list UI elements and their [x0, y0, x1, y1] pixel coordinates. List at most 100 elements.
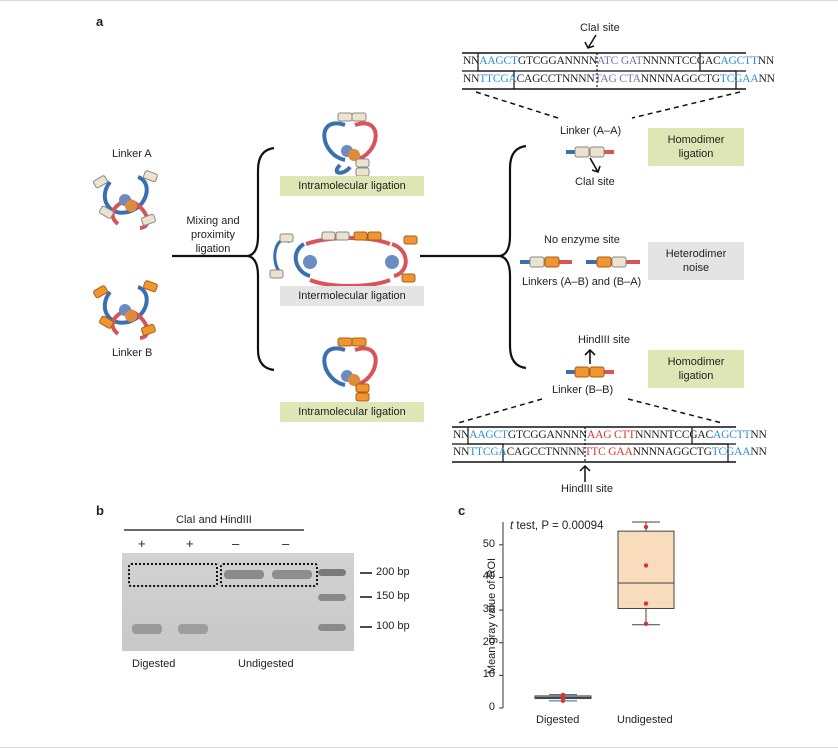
intramolecular-bottom-molecule: [322, 337, 378, 402]
y-axis-label: Mean gray value of ROI: [486, 557, 498, 675]
marker-200bp: 200 bp: [376, 566, 410, 578]
intramolecular-bottom-label: Intramolecular ligation: [280, 402, 424, 422]
box-plot: [499, 521, 675, 709]
sequence-segment: TAG: [594, 73, 617, 85]
hindiii-site-small-label: HindIII site: [578, 334, 630, 346]
sequence-segment: TCGAA: [719, 73, 759, 85]
undigested-label: Undigested: [238, 658, 294, 670]
linker-b-label: Linker B: [112, 347, 153, 359]
gel-band: [132, 624, 162, 634]
sequence-segment: NN: [757, 55, 775, 67]
homodimer-top-label: Homodimer ligation: [648, 128, 744, 166]
y-tick-label: 0: [488, 701, 495, 713]
sequence-segment: NN: [750, 446, 767, 458]
gel-band: [178, 624, 208, 634]
sequence-segment: NN: [463, 73, 480, 85]
gel-band: [272, 570, 312, 579]
sequence-segment: AGCTT: [713, 429, 751, 441]
mixing-label: Mixing and proximity ligation: [186, 215, 240, 255]
sequence-segment: AAG: [586, 429, 612, 441]
intramolecular-top-label: Intramolecular ligation: [280, 176, 424, 196]
y-tick-label: 50: [482, 537, 495, 550]
intermolecular-label: Intermolecular ligation: [280, 286, 424, 306]
panel-label-c: c: [458, 503, 466, 518]
ladder-band: [318, 624, 346, 631]
sequence-segment: GAT: [620, 55, 643, 67]
hindiii-site-bottom-label: HindIII site: [561, 483, 613, 495]
sequence-segment: CTT: [614, 429, 636, 441]
sequence-segment: NN: [463, 55, 480, 67]
left-bracket: [247, 146, 275, 372]
sequence-segment: ATC: [596, 55, 619, 67]
sequence-segment: GTCGGANNNN: [517, 55, 597, 67]
x-label-undigested: Undigested: [617, 714, 673, 726]
undigested-roi-box: [220, 563, 318, 587]
lane-4-sign: –: [282, 536, 290, 551]
data-point: [643, 621, 649, 627]
box-undigested: [617, 530, 675, 609]
intramolecular-top-molecule: [322, 112, 378, 177]
sequence-segment: AAGCT: [479, 55, 518, 67]
hindiii-seq-row1: NNAAGCTGTCGGANNNNAAG CTTNNNNTCCGACAGCTTN…: [453, 429, 767, 441]
enzymes-label: ClaI and HindIII: [176, 514, 252, 526]
sequence-segment: CAGCCTNNNN: [506, 446, 585, 458]
clai-seq-row1: NNAAGCTGTCGGANNNNATC GATNNNNTCCGACAGCTTN…: [463, 55, 774, 67]
hindiii-sequence-box: [452, 398, 736, 482]
clai-seq-row2: NNTTCGACAGCCTNNNNTAG CTANNNNAGGCTGTCGAAN…: [463, 73, 775, 85]
sequence-segment: NN: [453, 429, 470, 441]
linker-aa-label: Linker (A–A): [560, 125, 622, 137]
linker-ab-graphic: [520, 256, 572, 268]
data-point: [643, 524, 649, 530]
sequence-segment: CTA: [619, 73, 641, 85]
lane-1-sign: +: [138, 536, 146, 551]
y-tick-label: 10: [482, 668, 495, 681]
sequence-segment: GAA: [608, 446, 633, 458]
linker-ba-graphic: [586, 256, 640, 268]
digested-label: Digested: [132, 658, 176, 670]
sequence-segment: NNNNTCCGAC: [642, 55, 721, 67]
right-bracket: [499, 144, 527, 370]
sequence-segment: NN: [758, 73, 775, 85]
sequence-segment: AAGCT: [469, 429, 508, 441]
y-tick-label: 40: [482, 570, 495, 583]
sequence-segment: TTCGA: [469, 446, 507, 458]
homodimer-bottom-label: Homodimer ligation: [648, 350, 744, 388]
intermolecular-molecule: [269, 231, 418, 288]
gel-image: [122, 553, 354, 651]
linkers-ab-ba-label: Linkers (A–B) and (B–A): [522, 276, 642, 288]
clai-site-small-label: ClaI site: [575, 176, 615, 188]
gel-band: [224, 570, 264, 579]
x-label-digested: Digested: [536, 714, 580, 726]
sequence-segment: NN: [453, 446, 470, 458]
clai-sequence-box: [462, 34, 746, 119]
panel-label-a: a: [96, 14, 104, 29]
sequence-segment: NNNNTCCGAC: [635, 429, 713, 441]
lane-3-sign: –: [232, 536, 240, 551]
sequence-segment: NNNNAGGCTG: [640, 73, 720, 85]
sequence-segment: TTCGA: [479, 73, 517, 85]
sequence-segment: GTCGGANNNN: [507, 429, 587, 441]
sequence-segment: TCGAA: [711, 446, 751, 458]
sequence-segment: NNNNAGGCTG: [632, 446, 712, 458]
linker-a-molecule: [93, 170, 158, 230]
linker-bb-label: Linker (B–B): [552, 384, 614, 396]
sequence-segment: TTC: [584, 446, 606, 458]
linker-aa-graphic: [566, 146, 614, 174]
sequence-segment: NN: [750, 429, 767, 441]
ladder-band: [318, 569, 346, 576]
lane-2-sign: +: [186, 536, 194, 551]
no-enzyme-site-label: No enzyme site: [544, 234, 620, 246]
ladder-band: [318, 594, 346, 601]
y-tick-label: 30: [482, 603, 495, 616]
panel-label-b: b: [96, 503, 104, 518]
marker-150bp: 150 bp: [376, 590, 410, 602]
heterodimer-label: Heterodimer noise: [648, 242, 744, 280]
data-point: [643, 563, 649, 568]
ttest-annotation: t test, P = 0.00094: [510, 520, 604, 532]
linker-a-label: Linker A: [112, 148, 152, 160]
clai-site-top-label: ClaI site: [580, 22, 620, 34]
sequence-segment: AGCTT: [720, 55, 758, 67]
data-point: [560, 692, 566, 698]
digested-roi-box: [128, 563, 218, 587]
marker-100bp: 100 bp: [376, 620, 410, 632]
